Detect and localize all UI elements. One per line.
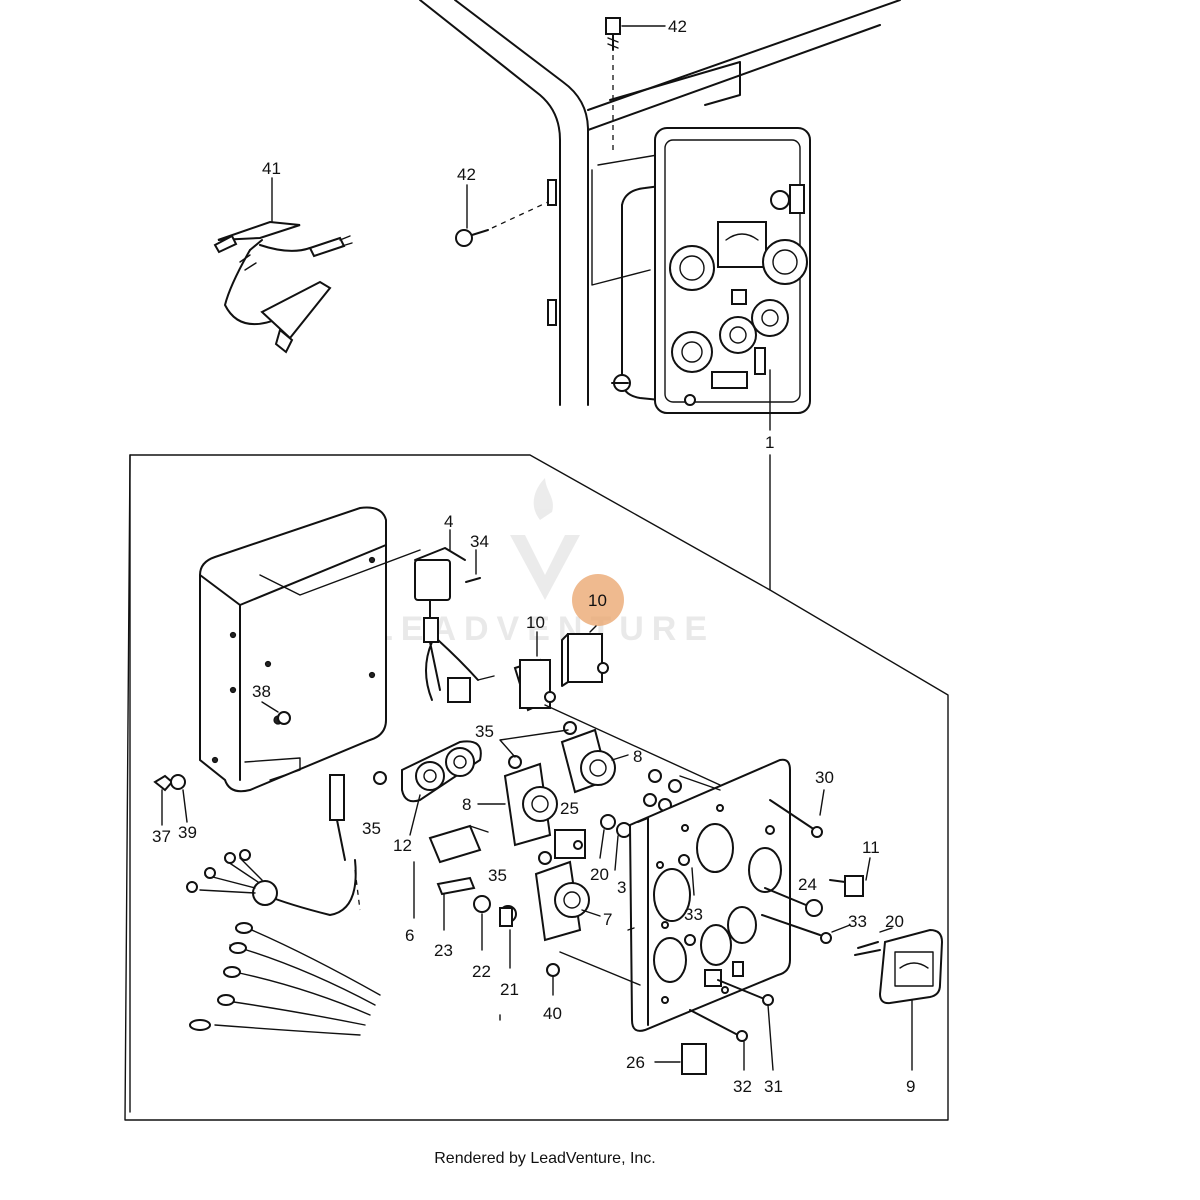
callout-22: 22	[472, 962, 491, 981]
exploded-view-border	[124, 454, 949, 1121]
callout-37: 37	[152, 827, 171, 846]
callout-26: 26	[626, 1053, 645, 1072]
callout-12: 12	[393, 836, 412, 855]
screw-31	[717, 979, 774, 1071]
screw-32	[689, 1009, 748, 1071]
item-21	[499, 905, 517, 969]
callout-3: 3	[617, 878, 626, 897]
nut-39	[170, 774, 188, 823]
callout-4: 4	[444, 512, 453, 531]
bolt-42-top	[605, 17, 666, 150]
screw-30	[769, 789, 825, 838]
highlight-marker-10	[572, 574, 624, 633]
callout-35-c: 35	[488, 866, 507, 885]
callout-40: 40	[543, 1004, 562, 1023]
screw-40	[546, 963, 560, 996]
regulator-4	[414, 529, 495, 703]
charging-cable-41	[213, 177, 353, 354]
callout-31: 31	[764, 1077, 783, 1096]
callout-10: 10	[526, 613, 545, 632]
switch-6	[413, 824, 489, 919]
callout-1: 1	[765, 433, 774, 452]
item-22	[473, 895, 491, 951]
callout-32: 32	[733, 1077, 752, 1096]
callout-35-b: 35	[362, 819, 381, 838]
rear-box-housing	[199, 506, 421, 793]
receptacle-7	[534, 860, 601, 942]
footer-credit: Rendered by LeadVenture, Inc.	[434, 1150, 656, 1167]
callout-11: 11	[862, 838, 880, 857]
callout-25: 25	[560, 799, 579, 818]
callout-labels: 42 42 41 1 4 34 10 10 38 35 8 8 25 30 37…	[152, 17, 915, 1096]
generator-frame	[419, 0, 901, 406]
screw-33	[761, 914, 851, 944]
front-faceplate	[627, 758, 791, 1032]
circuit-breaker-10a	[513, 631, 556, 712]
screw-34	[465, 549, 481, 583]
bolt-42-side	[455, 184, 549, 247]
wire-harness	[186, 774, 381, 1036]
callout-6: 6	[405, 926, 414, 945]
callout-33-right: 33	[848, 912, 867, 931]
callout-8-lower: 8	[462, 795, 471, 814]
callout-20-left: 20	[590, 865, 609, 884]
callout-30: 30	[815, 768, 834, 787]
item-20-right	[854, 927, 893, 956]
callout-33-left: 33	[684, 905, 703, 924]
bezel-11	[829, 857, 871, 897]
callout-21: 21	[500, 980, 519, 999]
switch-26	[654, 1043, 707, 1075]
leader-lines	[499, 704, 721, 1021]
meter-9	[878, 928, 944, 1071]
receptacle-8-upper	[560, 728, 629, 794]
callout-41: 41	[262, 159, 281, 178]
highlight-callout-10: 10	[588, 591, 607, 610]
callout-38: 38	[252, 682, 271, 701]
callout-20-right: 20	[885, 912, 904, 931]
callout-42-side: 42	[457, 165, 476, 184]
callout-35-a: 35	[475, 722, 494, 741]
duplex-receptacle-12	[401, 740, 482, 836]
callout-8-upper: 8	[633, 747, 642, 766]
knob-24	[764, 887, 823, 917]
nut-35-small	[373, 771, 387, 785]
callout-9: 9	[906, 1077, 915, 1096]
callout-23: 23	[434, 941, 453, 960]
callout-42-top: 42	[668, 17, 687, 36]
switch-3	[554, 829, 586, 859]
receptacle-8-lower	[477, 762, 558, 847]
circuit-breaker-10b	[561, 633, 609, 687]
item-20-left	[599, 829, 619, 871]
callout-39: 39	[178, 823, 197, 842]
callout-34: 34	[470, 532, 489, 551]
wing-nut-37	[153, 774, 174, 826]
callout-24: 24	[798, 875, 817, 894]
item-23	[436, 876, 476, 931]
control-panel-assembly	[611, 127, 811, 414]
screw-33-left	[678, 854, 696, 946]
nut-38	[261, 701, 291, 725]
callout-7: 7	[603, 910, 612, 929]
